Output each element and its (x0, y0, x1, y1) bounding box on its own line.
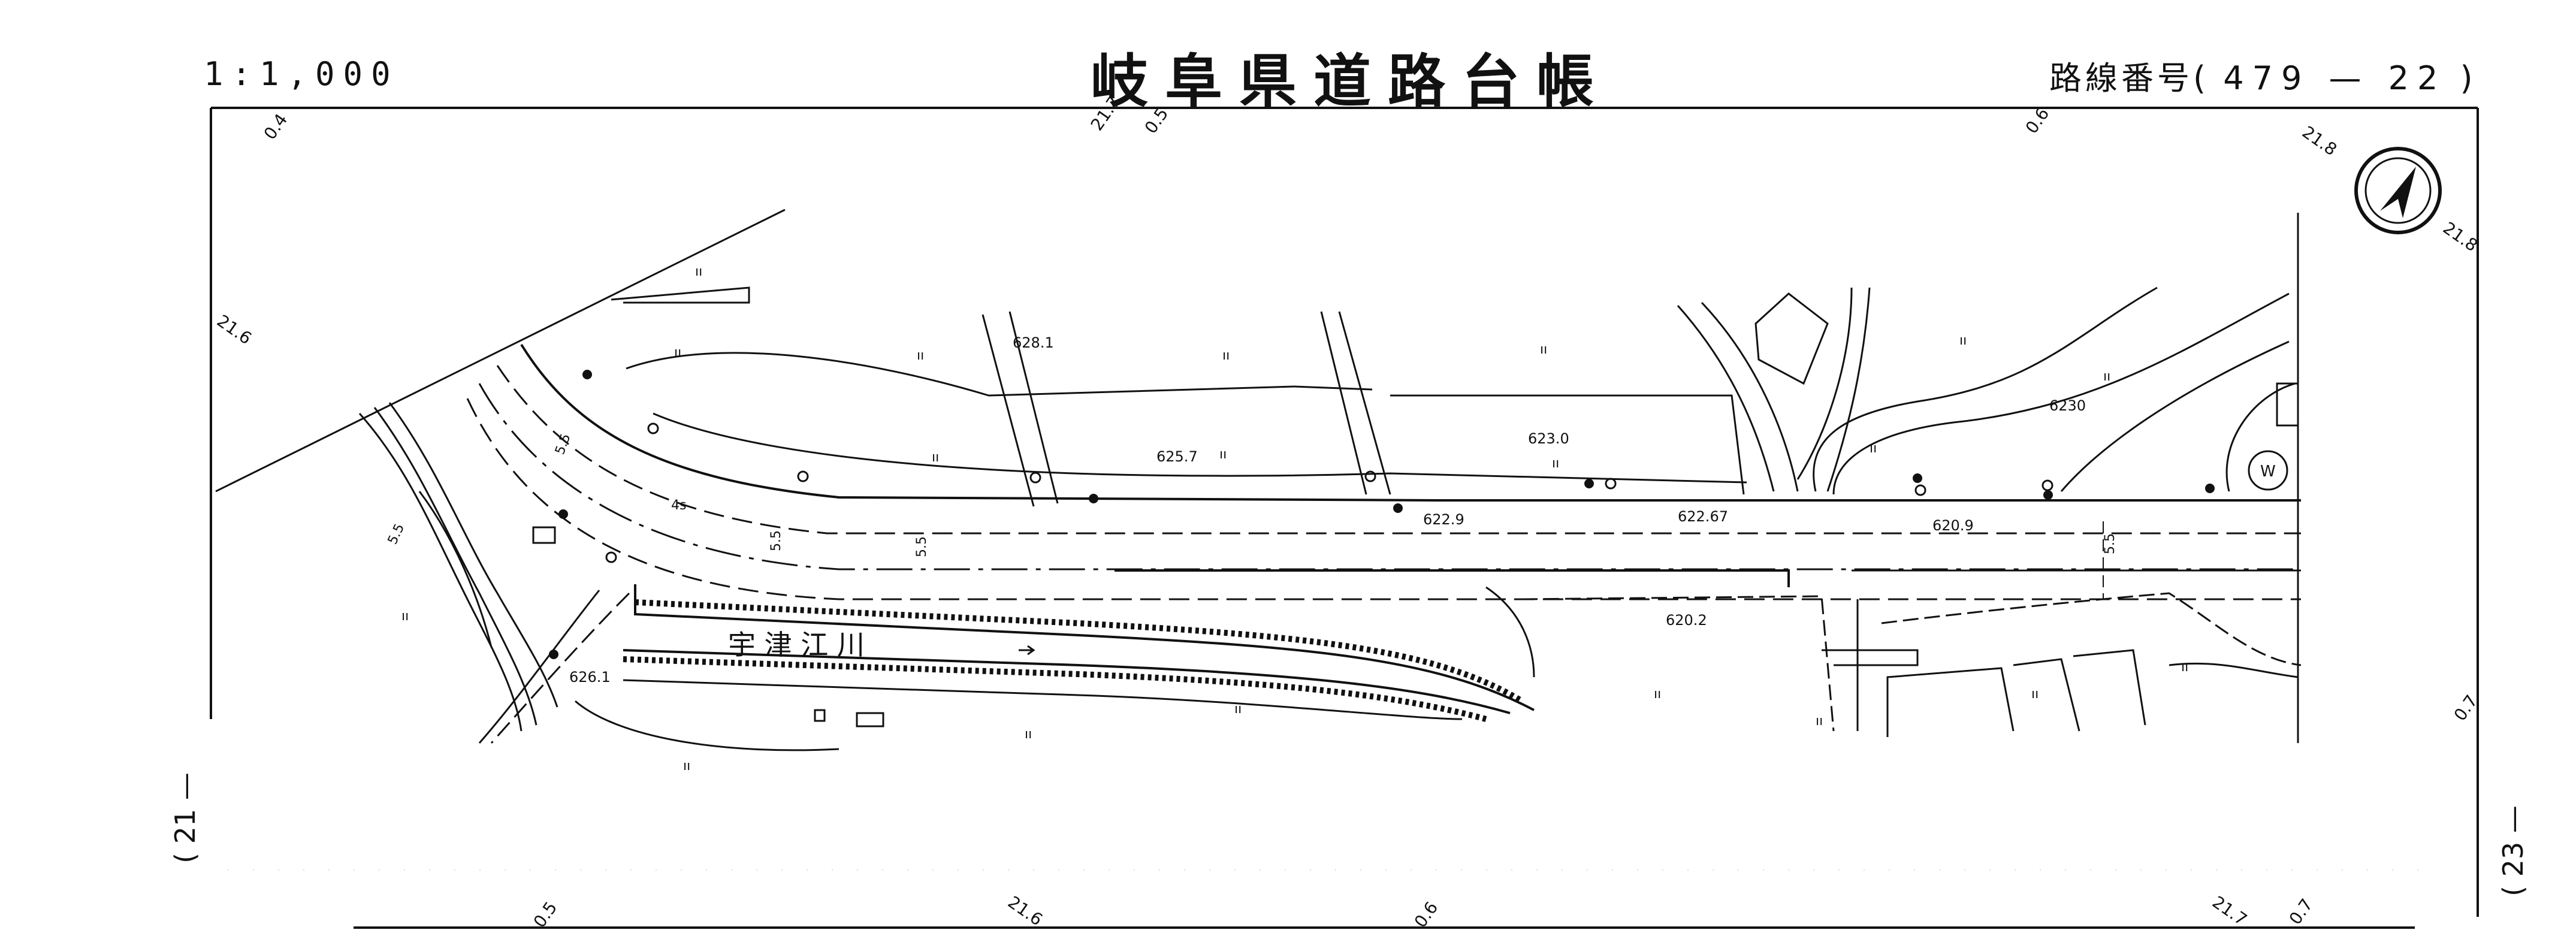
lower-parcels (575, 649, 2299, 751)
svg-text:ıı: ıı (1959, 333, 1967, 348)
svg-text:ıı: ıı (1222, 348, 1230, 363)
elevation-label: 620.9 (1932, 517, 1974, 534)
svg-text:ıı: ıı (695, 264, 702, 279)
adjacent-sheet-left: ( 21 — (169, 772, 201, 864)
elevation-label: 622.9 (1423, 511, 1464, 528)
svg-text:ıı: ıı (1234, 702, 1242, 717)
svg-text:ıı: ıı (2031, 687, 2039, 702)
station-label: 0.6 (1411, 898, 1442, 931)
elevation-labels: 628.1 625.7 623.0 6230 622.9 622.67 620.… (569, 334, 2086, 686)
station-labels: 0.4 21.7 0.5 0.6 21.8 21.8 0.5 21.6 0.6 … (213, 92, 2481, 931)
svg-text:ıı: ıı (674, 345, 681, 360)
elevation-label: 625.7 (1156, 448, 1198, 465)
svg-text:ıı: ıı (1870, 441, 1877, 456)
svg-text:ıı: ıı (1219, 447, 1227, 462)
map-scale: 1:1,000 (204, 55, 399, 93)
station-label: 0.4 (260, 110, 292, 143)
road-width-label: 5.5 (552, 432, 573, 457)
elevation-label: 6230 (2049, 397, 2086, 414)
road-width-label: 5.5 (769, 530, 784, 551)
road-width-label: 5.5 (914, 536, 929, 557)
road-width-label: 4s (671, 498, 686, 513)
svg-text:ıı: ıı (932, 450, 939, 465)
river-label: 宇 津 江 川 (728, 629, 865, 661)
svg-text:ıı: ıı (1654, 687, 1661, 702)
svg-text:ıı: ıı (683, 759, 690, 774)
elevation-label: 626.1 (569, 669, 611, 686)
utility-markers (549, 370, 2215, 659)
map-frame (210, 107, 2479, 929)
river (623, 584, 2302, 732)
svg-text:ıı: ıı (1816, 714, 1823, 729)
parcel-boundaries (215, 209, 2299, 507)
road-width-label: 5.5 (385, 521, 407, 547)
elevation-label: 628.1 (1013, 334, 1054, 351)
svg-text:ıı: ıı (917, 348, 924, 363)
adjacent-sheet-right: ( 23 — (2497, 805, 2529, 896)
station-label: 21.8 (2439, 218, 2481, 256)
svg-text:ıı: ıı (1540, 342, 1547, 357)
road-width-labels: 5.5 5.5 5.5 4s 5.5 5.5 (385, 432, 2118, 557)
water-mark: W (2260, 463, 2276, 481)
road-main (466, 343, 2301, 600)
elevation-label: 623.0 (1528, 430, 1569, 447)
station-label: 21.7 (1087, 92, 1125, 134)
svg-text:ıı: ıı (1552, 456, 1559, 471)
elevation-label: 620.2 (1666, 612, 1707, 629)
station-label: 21.6 (213, 311, 255, 349)
station-label: 21.7 (2209, 892, 2251, 930)
route-number-value: 479 — 22 (2223, 59, 2447, 97)
station-label: 21.6 (1004, 892, 1046, 930)
road-width-label: 5.5 (2103, 533, 2118, 554)
svg-text:ıı: ıı (401, 609, 409, 624)
svg-text:ıı: ıı (2181, 660, 2188, 675)
station-label: 21.8 (2299, 122, 2341, 160)
route-number: 路線番号( 479 — 22 ) (2049, 52, 2477, 99)
route-close: ) (2460, 59, 2477, 97)
elevation-label: 622.67 (1678, 508, 1728, 525)
svg-text:ıı: ıı (1025, 727, 1032, 742)
page-title: 岐阜県道路台帳 (1091, 47, 1611, 115)
station-label: 0.7 (2285, 895, 2317, 928)
north-arrow-icon (2354, 147, 2442, 234)
left-roads (358, 402, 630, 744)
route-label: 路線番号( (2049, 59, 2210, 97)
station-label: 0.5 (530, 898, 561, 931)
svg-text:ıı: ıı (2103, 369, 2110, 384)
